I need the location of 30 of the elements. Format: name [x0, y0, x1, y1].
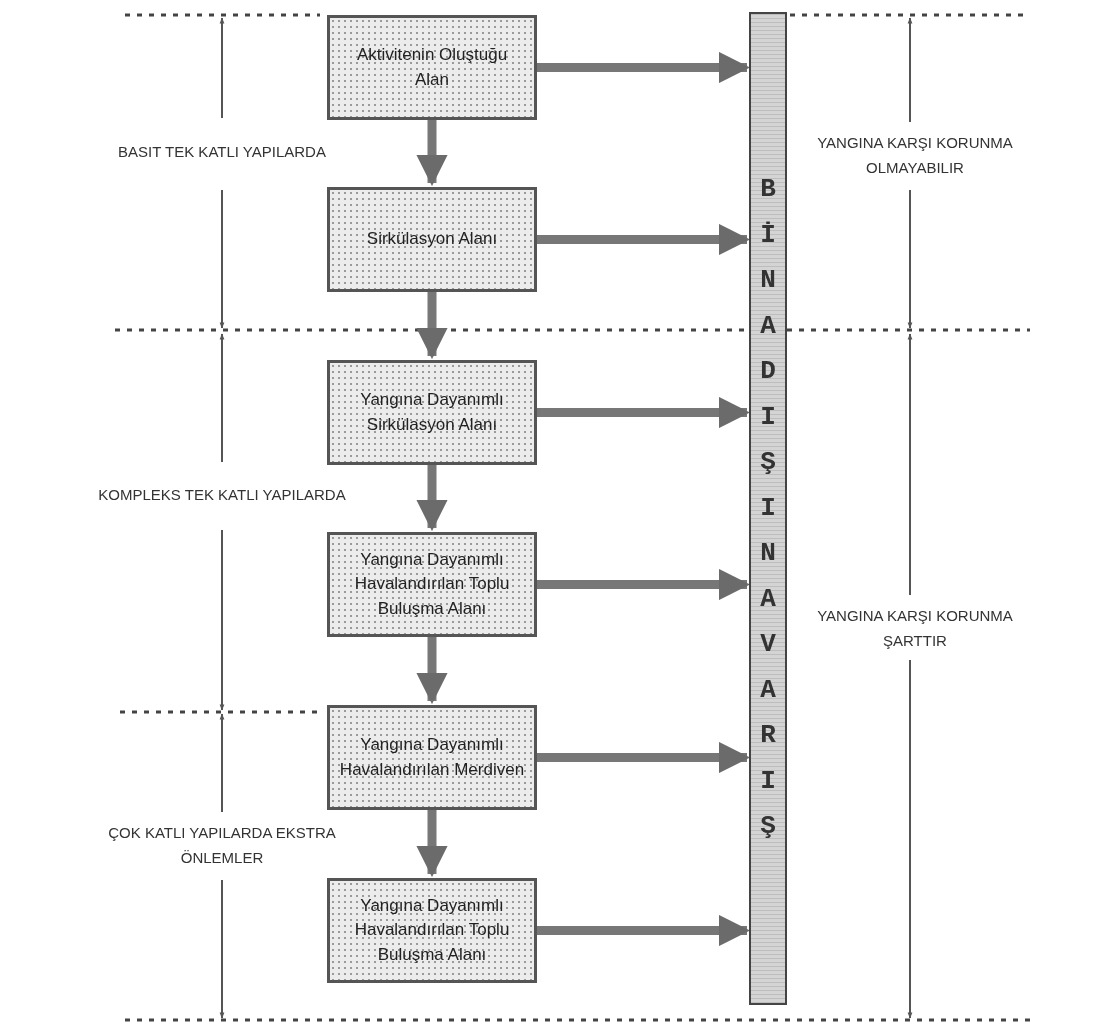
range-label: YANGINA KARŞI KORUNMA OLMAYABILIR [816, 132, 1014, 178]
box-label: Sirkülasyon Alanı [366, 228, 498, 251]
range-label: ÇOK KATLI YAPILARDA EKSTRA ÖNLEMLER [107, 822, 337, 868]
exit-bar [749, 12, 787, 1005]
arrow [537, 51, 751, 84]
process-box [327, 532, 537, 637]
range-label: BASIT TEK KATLI YAPILARDA [117, 142, 327, 163]
box-label: Aktivitenin Oluştuğu Alan [355, 43, 509, 91]
process-box [327, 878, 537, 983]
arrow [416, 637, 448, 705]
box-label: Yangına Dayanımlı Sirkülasyon Alanı [359, 388, 505, 436]
box-label: Yangına Dayanımlı Havalandırılan Toplu Buluşma Alanı [353, 548, 511, 620]
range-label: YANGINA KARŞI KORUNMA ŞARTTIR [816, 605, 1014, 651]
arrow [416, 465, 448, 532]
arrow [537, 568, 751, 601]
vertical-label: BİNA DIŞINA VARIŞ [759, 173, 777, 844]
process-box [327, 705, 537, 810]
range-label: KOMPLEKS TEK KATLI YAPILARDA [97, 485, 347, 506]
arrow [416, 292, 448, 360]
arrow [416, 120, 448, 187]
process-box [327, 187, 537, 292]
arrow [416, 810, 448, 878]
process-box [327, 15, 537, 120]
arrow [537, 914, 751, 947]
process-box [327, 360, 537, 465]
arrow [537, 223, 751, 256]
arrow [537, 741, 751, 774]
box-label: Yangına Dayanımlı Havalandırılan Toplu Buluşma Alanı [353, 894, 511, 966]
arrow [537, 396, 751, 429]
box-label: Yangına Dayanımlı Havalandırılan Merdiven [338, 733, 526, 781]
